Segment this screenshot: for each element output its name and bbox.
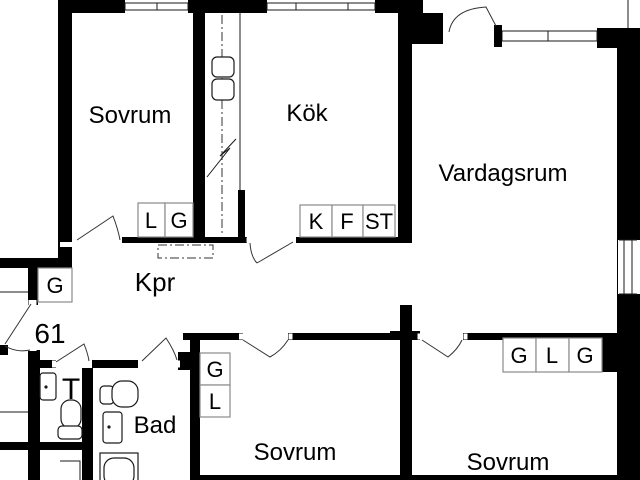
label-kitchen-st: ST [365,209,393,234]
label-closet-bedroom-mid-g: G [206,357,223,382]
toilet-room-fixtures [39,372,83,440]
bathroom-sink-drain [107,425,111,429]
label-closet-bedroom-right-g1: G [510,343,527,368]
labels: Sovrum Kök Vardagsrum Kpr 61 T Bad Sovru… [34,100,593,476]
closet-bedroom-mid-g-box [199,352,231,386]
label-apartment-number: 61 [34,318,65,349]
closet-bedroom-right-g2-box [568,337,603,373]
label-closet-hall-g: G [46,273,63,298]
label-closet-bedroom-mid-l: L [209,389,221,414]
label-bedroom-top-left: Sovrum [89,102,172,129]
door-balcony [448,6,502,47]
label-bedroom-bottom-right: Sovrum [467,449,550,476]
stairwell-lines [0,291,81,480]
windows [124,0,640,295]
label-kitchen-f: F [340,209,353,234]
label-bedroom-bottom-middle: Sovrum [254,439,337,466]
label-toilet: T [62,373,80,406]
label-bathroom: Bad [134,412,177,439]
door-bedroom-right [421,339,463,358]
window-bedroom-top [124,0,189,13]
window-living-room [501,30,598,42]
label-hall: Kpr [135,267,176,297]
doors [4,6,502,363]
kitchen-cleaning-box [362,204,396,238]
toilet-wc [57,399,83,440]
door-bedroom-mid [242,339,289,358]
toilet-sink-drain [44,385,48,389]
label-closet-bedroom-right-g2: G [576,343,593,368]
window-kitchen [266,0,376,13]
bathtub [99,452,139,480]
closet-bedroom-top-l-box [137,202,166,238]
label-kitchen: Kök [286,100,328,127]
hall-overhead-cabinet [157,244,214,259]
window-right-wall [618,239,640,295]
label-living-room: Vardagsrum [439,160,568,187]
closet-bedroom-top-g-box [164,202,194,238]
door-bedroom-top [76,215,121,241]
service-shaft [206,13,241,235]
label-closet-bedroom-top-l: L [145,208,157,233]
bathroom-sink [102,411,123,444]
door-toilet [55,343,90,363]
door-entrance [4,303,32,352]
label-closet-bedroom-right-l: L [546,343,558,368]
door-bathroom [141,337,178,362]
label-kitchen-k: K [309,209,324,234]
bathroom-wc [99,380,139,408]
shaft-symbol [206,138,237,178]
label-closet-bedroom-top-g: G [170,208,187,233]
closet-bedroom-mid-l-box [199,384,231,418]
closet-hall-g-box [37,267,73,303]
toilet-sink [39,372,57,401]
closet-boxes [37,202,603,418]
bathroom-fixtures [99,380,139,480]
door-kitchen [249,241,294,264]
